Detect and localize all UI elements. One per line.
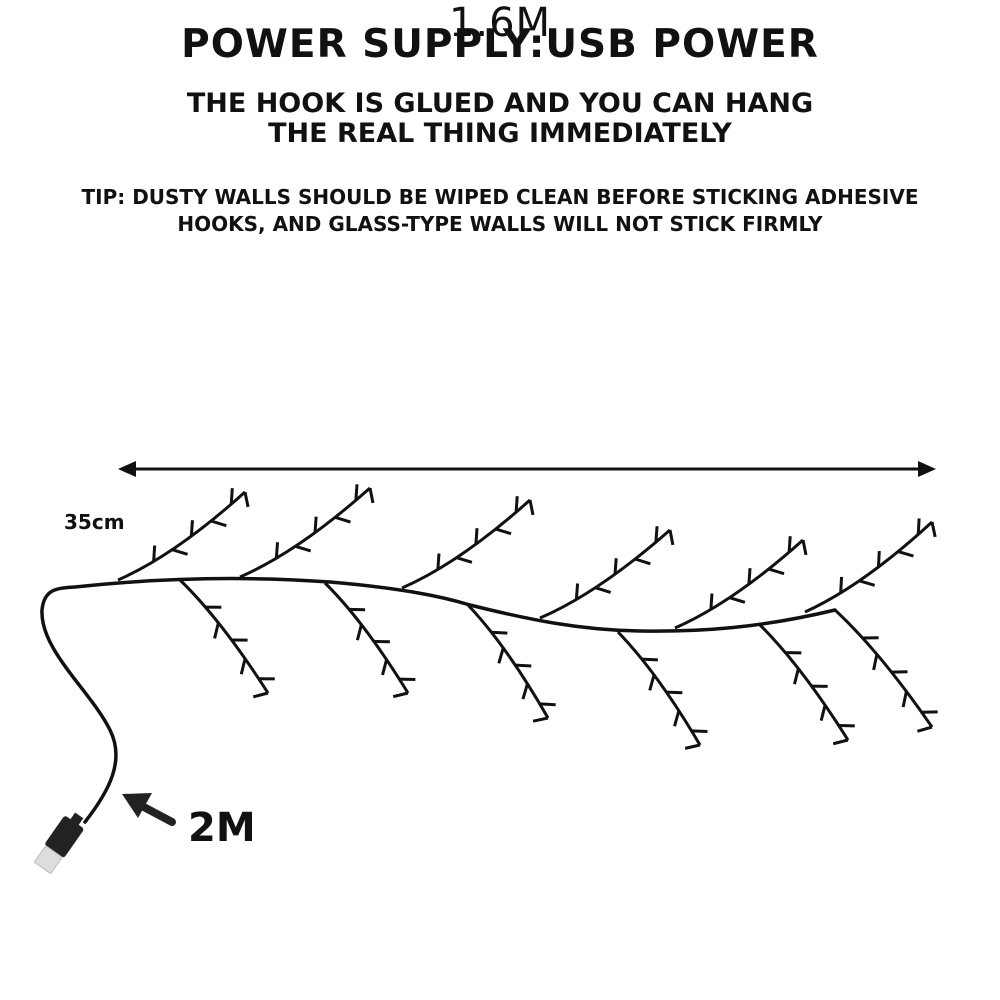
length-arrow [118,461,936,477]
branch-up-5 [674,536,808,630]
branch-down-6 [833,608,938,733]
branch-down-4 [616,630,708,750]
branch-up-6 [804,518,937,614]
branch-length-label: 35cm [64,510,125,534]
main-wire [40,576,837,824]
branch-down-1 [178,578,275,699]
branch-up-1 [117,488,250,582]
branch-down-3 [466,603,556,723]
branch-up-2 [239,484,375,579]
subtitle-line-2: THE REAL THING IMMEDIATELY [268,118,732,149]
cord-length-label: 2M [188,805,256,851]
page-title: POWER SUPPLY:USB POWER [181,22,819,67]
usb-plug-icon [33,812,84,875]
cord-arrow-icon [122,793,176,826]
tip-line-2: HOOKS, AND GLASS-TYPE WALLS WILL NOT STI… [177,212,823,236]
branch-down-5 [758,623,855,746]
branch-down-2 [323,581,416,699]
total-length-label: 1.6M [448,0,552,46]
branch-up-3 [401,496,535,590]
subtitle-line-1: THE HOOK IS GLUED AND YOU CAN HANG [186,88,814,119]
branch-up-4 [539,526,675,620]
tip-line-1: TIP: DUSTY WALLS SHOULD BE WIPED CLEAN B… [81,185,919,209]
